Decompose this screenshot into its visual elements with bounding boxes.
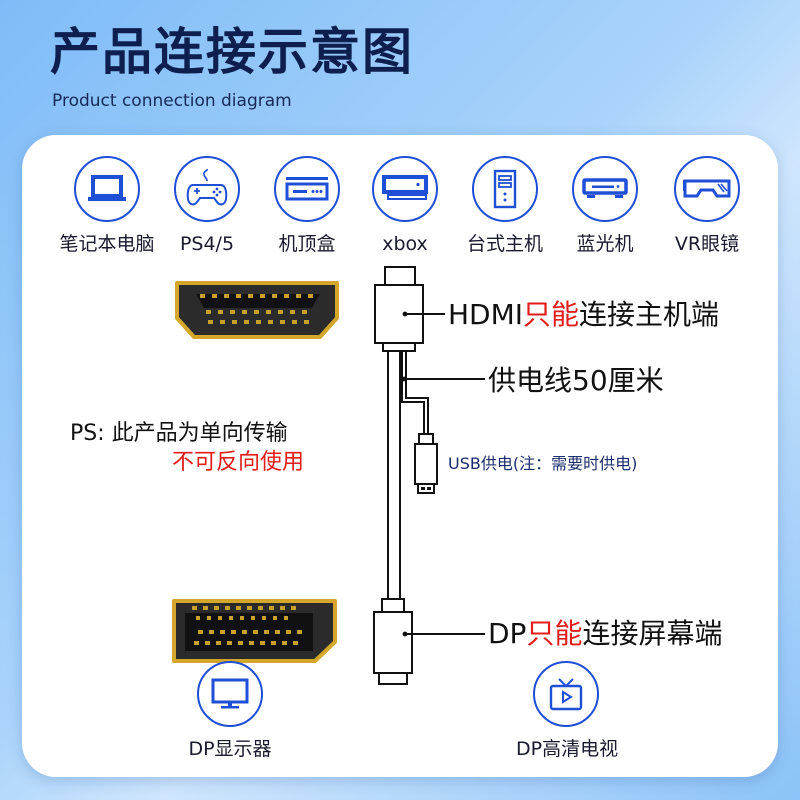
device-vr: VR眼镜 — [657, 156, 757, 256]
output-tv: DP高清电视 — [516, 661, 619, 761]
hdmi-callout-emphasis: 只能 — [523, 298, 580, 331]
power-cable-callout: 供电线50厘米 — [488, 364, 664, 397]
tv-icon — [533, 661, 599, 727]
hdmi-port-graphic — [175, 281, 339, 339]
device-label: VR眼镜 — [674, 233, 740, 255]
dp-callout: DP只能连接屏幕端 — [488, 617, 722, 651]
device-label: 机顶盒 — [278, 233, 336, 255]
output-monitor: DP显示器 — [180, 661, 280, 761]
device-label: xbox — [382, 233, 428, 255]
device-xbox: xbox — [355, 156, 455, 256]
note-line-2-warning: 不可反向使用 — [172, 450, 305, 475]
dp-callout-prefix: DP — [488, 617, 527, 650]
gamepad-icon — [174, 156, 240, 222]
hdmi-callout-prefix: HDMI — [448, 298, 524, 331]
device-label: PS4/5 — [179, 233, 235, 255]
device-label: 台式主机 — [466, 233, 543, 255]
output-label: DP显示器 — [188, 738, 272, 760]
device-settop: 机顶盒 — [257, 156, 357, 256]
cable-diagram — [373, 266, 485, 685]
page-subtitle: Product connection diagram — [52, 91, 292, 111]
device-laptop: 笔记本电脑 — [57, 156, 157, 256]
vr-glasses-icon — [674, 156, 740, 222]
laptop-icon — [74, 156, 140, 222]
dp-callout-suffix: 连接屏幕端 — [582, 617, 723, 650]
device-label: 笔记本电脑 — [59, 233, 155, 255]
device-desktop: 台式主机 — [455, 156, 555, 256]
bluray-player-icon — [572, 156, 638, 222]
device-label: 蓝光机 — [576, 233, 634, 255]
device-bluray: 蓝光机 — [555, 156, 655, 256]
usb-power-callout: USB供电(注：需要时供电) — [448, 454, 638, 473]
xbox-console-icon — [372, 156, 438, 222]
note-line-1: PS: 此产品为单向传输 — [70, 421, 288, 446]
dp-port-graphic — [172, 599, 337, 663]
hdmi-callout-suffix: 连接主机端 — [579, 298, 720, 331]
output-label: DP高清电视 — [516, 738, 619, 760]
page-title: 产品连接示意图 — [50, 23, 414, 81]
device-ps: PS4/5 — [157, 156, 257, 256]
set-top-box-icon — [274, 156, 340, 222]
dp-callout-emphasis: 只能 — [526, 617, 583, 650]
monitor-icon — [197, 661, 263, 727]
hdmi-callout: HDMI只能连接主机端 — [448, 298, 719, 332]
desktop-tower-icon — [472, 156, 538, 222]
